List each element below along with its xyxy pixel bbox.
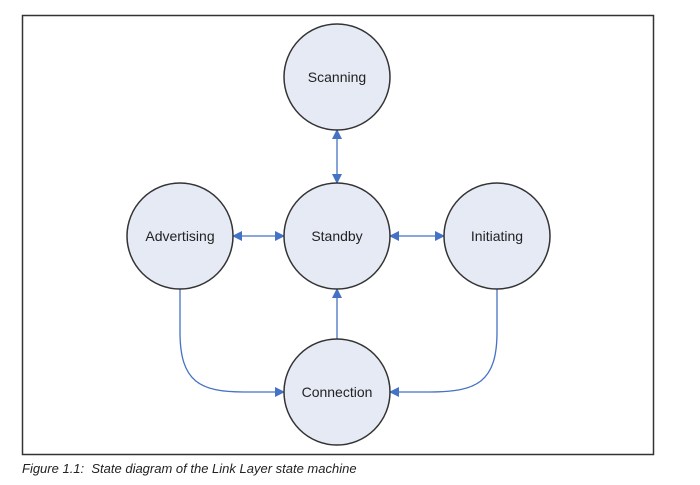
state-label-scanning: Scanning: [308, 69, 366, 85]
state-label-standby: Standby: [311, 228, 362, 244]
state-node-connection: [283, 338, 391, 446]
state-node-standby: [283, 182, 391, 290]
state-advertising: Advertising: [126, 182, 234, 290]
state-node-advertising: [126, 182, 234, 290]
state-label-connection: Connection: [302, 384, 373, 400]
state-scanning: Scanning: [283, 23, 391, 131]
state-standby: Standby: [283, 182, 391, 290]
state-initiating: Initiating: [443, 182, 551, 290]
state-label-initiating: Initiating: [471, 228, 523, 244]
figure-caption: Figure 1.1: State diagram of the Link La…: [22, 461, 357, 476]
state-node-scanning: [283, 23, 391, 131]
state-label-advertising: Advertising: [145, 228, 214, 244]
state-node-initiating: [443, 182, 551, 290]
transition-initiating-to-connection: [389, 289, 498, 397]
transition-advertising-to-connection: [179, 289, 285, 397]
state-connection: Connection: [283, 338, 391, 446]
transitions-layer: [179, 129, 498, 397]
